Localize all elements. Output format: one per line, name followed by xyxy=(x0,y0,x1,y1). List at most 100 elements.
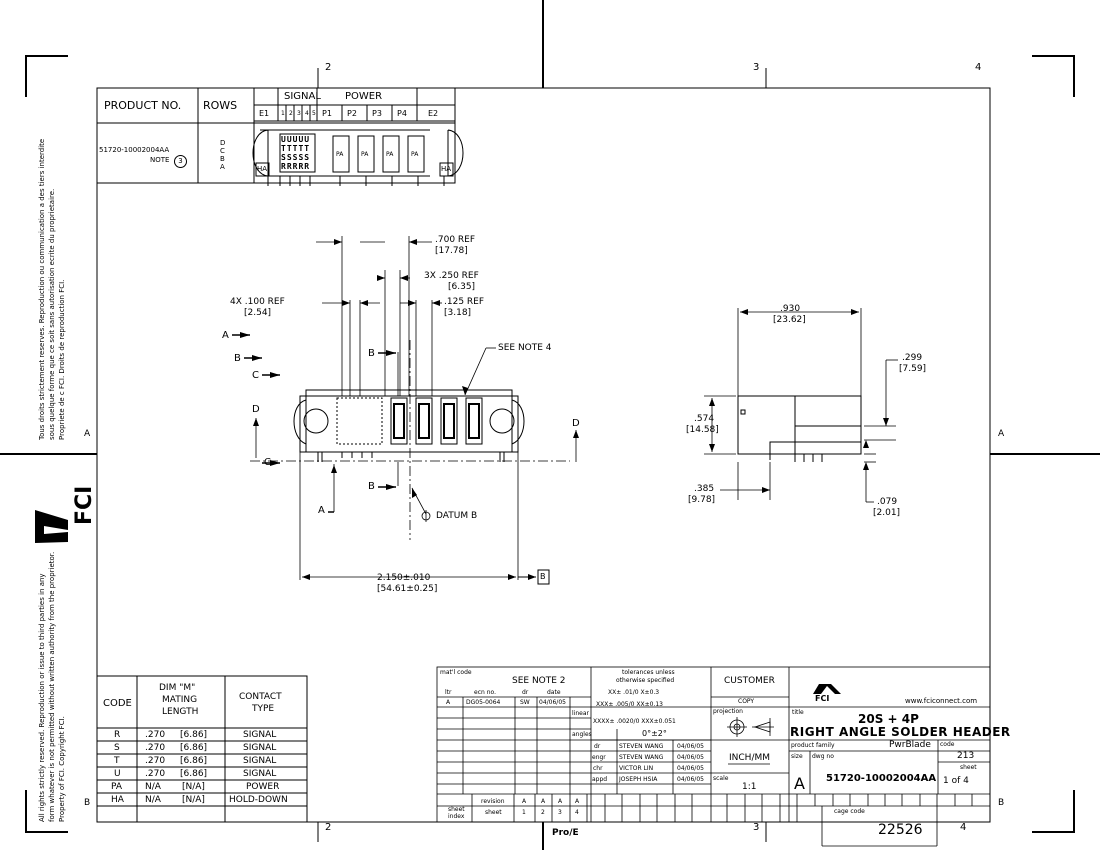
zone-label-left-b: B xyxy=(84,798,91,808)
zone-label-bottom-4: 4 xyxy=(960,822,967,833)
signal-codes-row-d: UUUUU xyxy=(281,135,311,144)
linear-tol-2: XXX± .005/0 XX±0.13 xyxy=(596,701,663,708)
code-row-ha-type: HOLD-DOWN xyxy=(229,795,288,805)
dim-299-mm: [7.59] xyxy=(899,364,927,374)
fci-logo-text: FCI xyxy=(815,694,830,703)
code-row-pa-type: POWER xyxy=(246,782,280,792)
section-lines xyxy=(232,334,396,513)
see-note-4: SEE NOTE 4 xyxy=(498,343,552,353)
index-letter-4: A xyxy=(575,798,580,805)
dim-250: 3X .250 REF xyxy=(424,271,479,281)
corner-marks xyxy=(25,55,1075,833)
signal-codes-row-b: SSSSS xyxy=(281,153,311,162)
tolerances-label-2: otherwise specified xyxy=(616,677,675,684)
signoff-role-chr: chr xyxy=(593,765,603,772)
cage-code-label: cage code xyxy=(834,808,865,815)
fci-logo-mark xyxy=(35,510,841,694)
dwg-no-label: dwg no xyxy=(812,753,834,760)
zone-label-left-a: A xyxy=(84,429,91,439)
header-connector-sketch xyxy=(252,129,464,186)
power-code-p4: PA xyxy=(411,151,419,158)
dim-385-mm: [9.78] xyxy=(688,495,716,505)
section-label-b-mid: B xyxy=(368,348,375,359)
signoff-date-engr: 04/06/05 xyxy=(677,754,704,761)
section-label-b-bottom: B xyxy=(368,481,375,492)
product-family-label: product family xyxy=(791,742,835,749)
rev-header-date: date xyxy=(547,689,561,696)
dim-079-mm: [2.01] xyxy=(873,508,901,518)
revision-label: revision xyxy=(481,798,505,805)
code-row-ha-code: HA xyxy=(111,795,124,805)
tolerances-label-1: tolerances unless xyxy=(622,669,675,676)
dim-930: .930 xyxy=(780,304,801,314)
code-row-r-mm: [6.86] xyxy=(180,730,208,740)
product-note-label: NOTE xyxy=(150,156,170,164)
rights-text-en-1: All rights strictly reserved. Reproducti… xyxy=(38,573,46,822)
zone-label-top-3: 3 xyxy=(753,62,760,73)
col-1: 1 xyxy=(281,110,285,117)
datum-box-b xyxy=(518,569,550,585)
code-col-header: CODE xyxy=(103,698,132,709)
datum-b-box-label: B xyxy=(540,572,546,581)
code-row-pa-code: PA xyxy=(111,782,123,792)
dim-700: .700 REF xyxy=(435,235,476,245)
code-row-u-type: SIGNAL xyxy=(243,769,277,779)
col-2: 2 xyxy=(289,110,293,117)
dwg-no-value: 51720-10002004AA xyxy=(826,773,937,784)
datum-b-label: DATUM B xyxy=(436,511,478,521)
rev-row-dr: SW xyxy=(520,699,530,706)
dim-m-header-3: LENGTH xyxy=(162,707,199,717)
pro-e-label: Pro/E xyxy=(552,828,579,838)
dim-125: .125 REF xyxy=(444,297,485,307)
size-label: size xyxy=(791,753,803,760)
sheet-label: sheet xyxy=(960,764,977,771)
signoff-date-dr: 04/06/05 xyxy=(677,743,704,750)
zone-label-bottom-3: 3 xyxy=(753,822,760,833)
col-p2: P2 xyxy=(347,109,357,118)
rev-header-dr: dr xyxy=(522,689,529,696)
signoff-name-chr: VICTOR LIN xyxy=(619,765,654,772)
col-p1: P1 xyxy=(322,109,332,118)
zone-label-bottom-2: 2 xyxy=(325,822,332,833)
signoff-name-appd: JOSEPH HSIA xyxy=(619,776,658,783)
centerline-symbol xyxy=(421,510,431,522)
scale-label: scale xyxy=(713,775,729,782)
index-letter-1: A xyxy=(522,798,527,805)
row-letter-a: A xyxy=(220,163,225,171)
power-code-p2: PA xyxy=(361,151,369,158)
signal-header: SIGNAL xyxy=(284,91,321,102)
dim-385: .385 xyxy=(694,484,715,494)
signoff-role-engr: engr xyxy=(592,754,606,761)
index-num-3: 3 xyxy=(558,809,562,816)
zone-label-top-2: 2 xyxy=(325,62,332,73)
power-code-p3: PA xyxy=(386,151,394,158)
dim-250-mm: [6.35] xyxy=(448,282,476,292)
col-p4: P4 xyxy=(397,109,407,118)
title-line-1: 20S + 4P xyxy=(858,712,919,726)
projection-symbol xyxy=(727,717,774,737)
section-label-c-top: C xyxy=(252,370,259,381)
side-logo-text: FCI xyxy=(72,485,97,525)
linear-label: linear xyxy=(572,710,589,717)
product-no-header: PRODUCT NO. xyxy=(104,99,182,112)
dim-700-mm: [17.78] xyxy=(435,246,468,256)
code-row-s-type: SIGNAL xyxy=(243,743,277,753)
signoff-date-appd: 04/06/05 xyxy=(677,776,704,783)
drawing-frame xyxy=(96,87,991,823)
front-view xyxy=(293,389,525,462)
side-view xyxy=(737,395,862,462)
title-block-lines xyxy=(436,666,991,847)
projection-label: projection xyxy=(713,708,743,715)
code-row-ha-inch: N/A xyxy=(145,795,161,805)
signoff-date-chr: 04/06/05 xyxy=(677,765,704,772)
rev-header-ltr: ltr xyxy=(445,689,452,696)
title-line-2: RIGHT ANGLE SOLDER HEADER xyxy=(790,725,1011,739)
zone-label-right-a: A xyxy=(998,429,1005,439)
rev-row-ecn: DG05-0064 xyxy=(466,699,501,706)
row-letter-c: C xyxy=(220,147,225,155)
section-label-a-top: A xyxy=(222,330,229,341)
rights-text-en-3: Property of FCI. Copyright FCI. xyxy=(58,716,66,822)
header-table-lines xyxy=(96,87,456,184)
matl-code-value: SEE NOTE 2 xyxy=(512,676,566,686)
code-row-t-inch: .270 xyxy=(145,756,166,766)
